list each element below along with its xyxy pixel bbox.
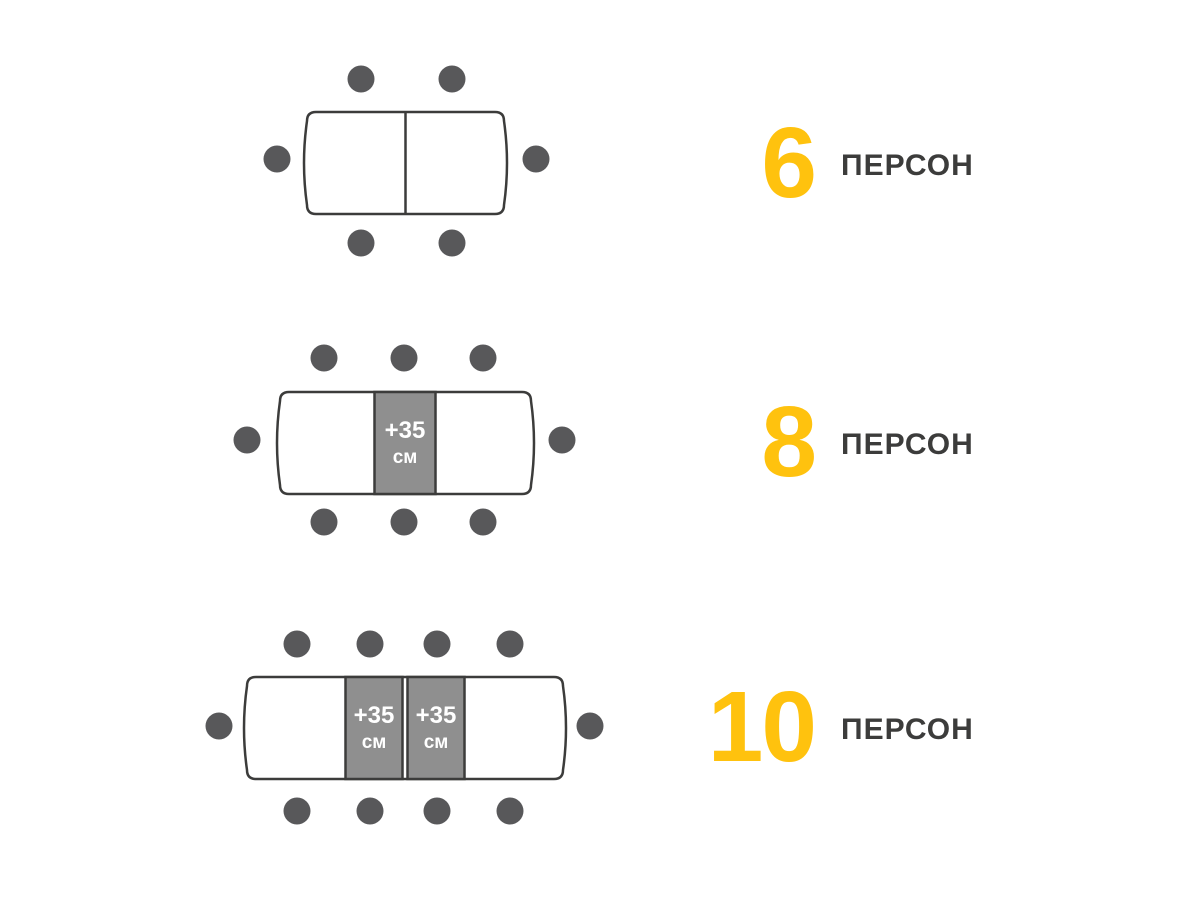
extension-label: +35 <box>354 702 395 729</box>
table-diagram-6 <box>263 65 550 257</box>
extension-label-unit: см <box>393 447 418 468</box>
chair-icon <box>310 508 338 536</box>
chair-icon <box>423 797 451 825</box>
chair-icon <box>263 145 291 173</box>
extension-label: +35 <box>385 417 426 444</box>
chair-icon <box>390 344 418 372</box>
chair-icon <box>469 508 497 536</box>
chair-icon <box>233 426 261 454</box>
chair-icon <box>522 145 550 173</box>
table-top <box>242 675 568 781</box>
chair-icon <box>283 630 311 658</box>
persons-unit: ПЕРСОН <box>841 713 974 746</box>
extension-leaf <box>344 675 404 781</box>
extension-label: +35 <box>416 702 457 729</box>
chair-icon <box>283 797 311 825</box>
capacity-caption-10: 10 ПЕРСОН <box>660 669 1020 785</box>
chair-icon <box>356 797 384 825</box>
table-diagram-10: +35 см +35 см <box>205 630 604 825</box>
chair-icon <box>205 712 233 740</box>
chair-icon <box>423 630 451 658</box>
chair-icon <box>496 630 524 658</box>
chair-icon <box>438 65 466 93</box>
chair-icon <box>438 229 466 257</box>
capacity-caption-8: 8 ПЕРСОН <box>660 384 1020 500</box>
persons-count: 8 <box>761 386 817 498</box>
extension-leaf <box>406 675 466 781</box>
persons-count: 6 <box>761 107 817 219</box>
extension-label-unit: см <box>424 732 449 753</box>
persons-count: 10 <box>707 671 817 783</box>
chair-icon <box>390 508 418 536</box>
chair-icon <box>347 229 375 257</box>
table-diagram-8: +35 см <box>233 344 576 536</box>
extension-label-unit: см <box>362 732 387 753</box>
persons-unit: ПЕРСОН <box>841 428 974 461</box>
chair-icon <box>310 344 338 372</box>
chair-icon <box>469 344 497 372</box>
chair-icon <box>576 712 604 740</box>
chair-icon <box>496 797 524 825</box>
capacity-caption-6: 6 ПЕРСОН <box>660 105 1020 221</box>
chair-icon <box>347 65 375 93</box>
chair-icon <box>356 630 384 658</box>
extension-leaf <box>373 390 437 496</box>
persons-unit: ПЕРСОН <box>841 149 974 182</box>
chair-icon <box>548 426 576 454</box>
